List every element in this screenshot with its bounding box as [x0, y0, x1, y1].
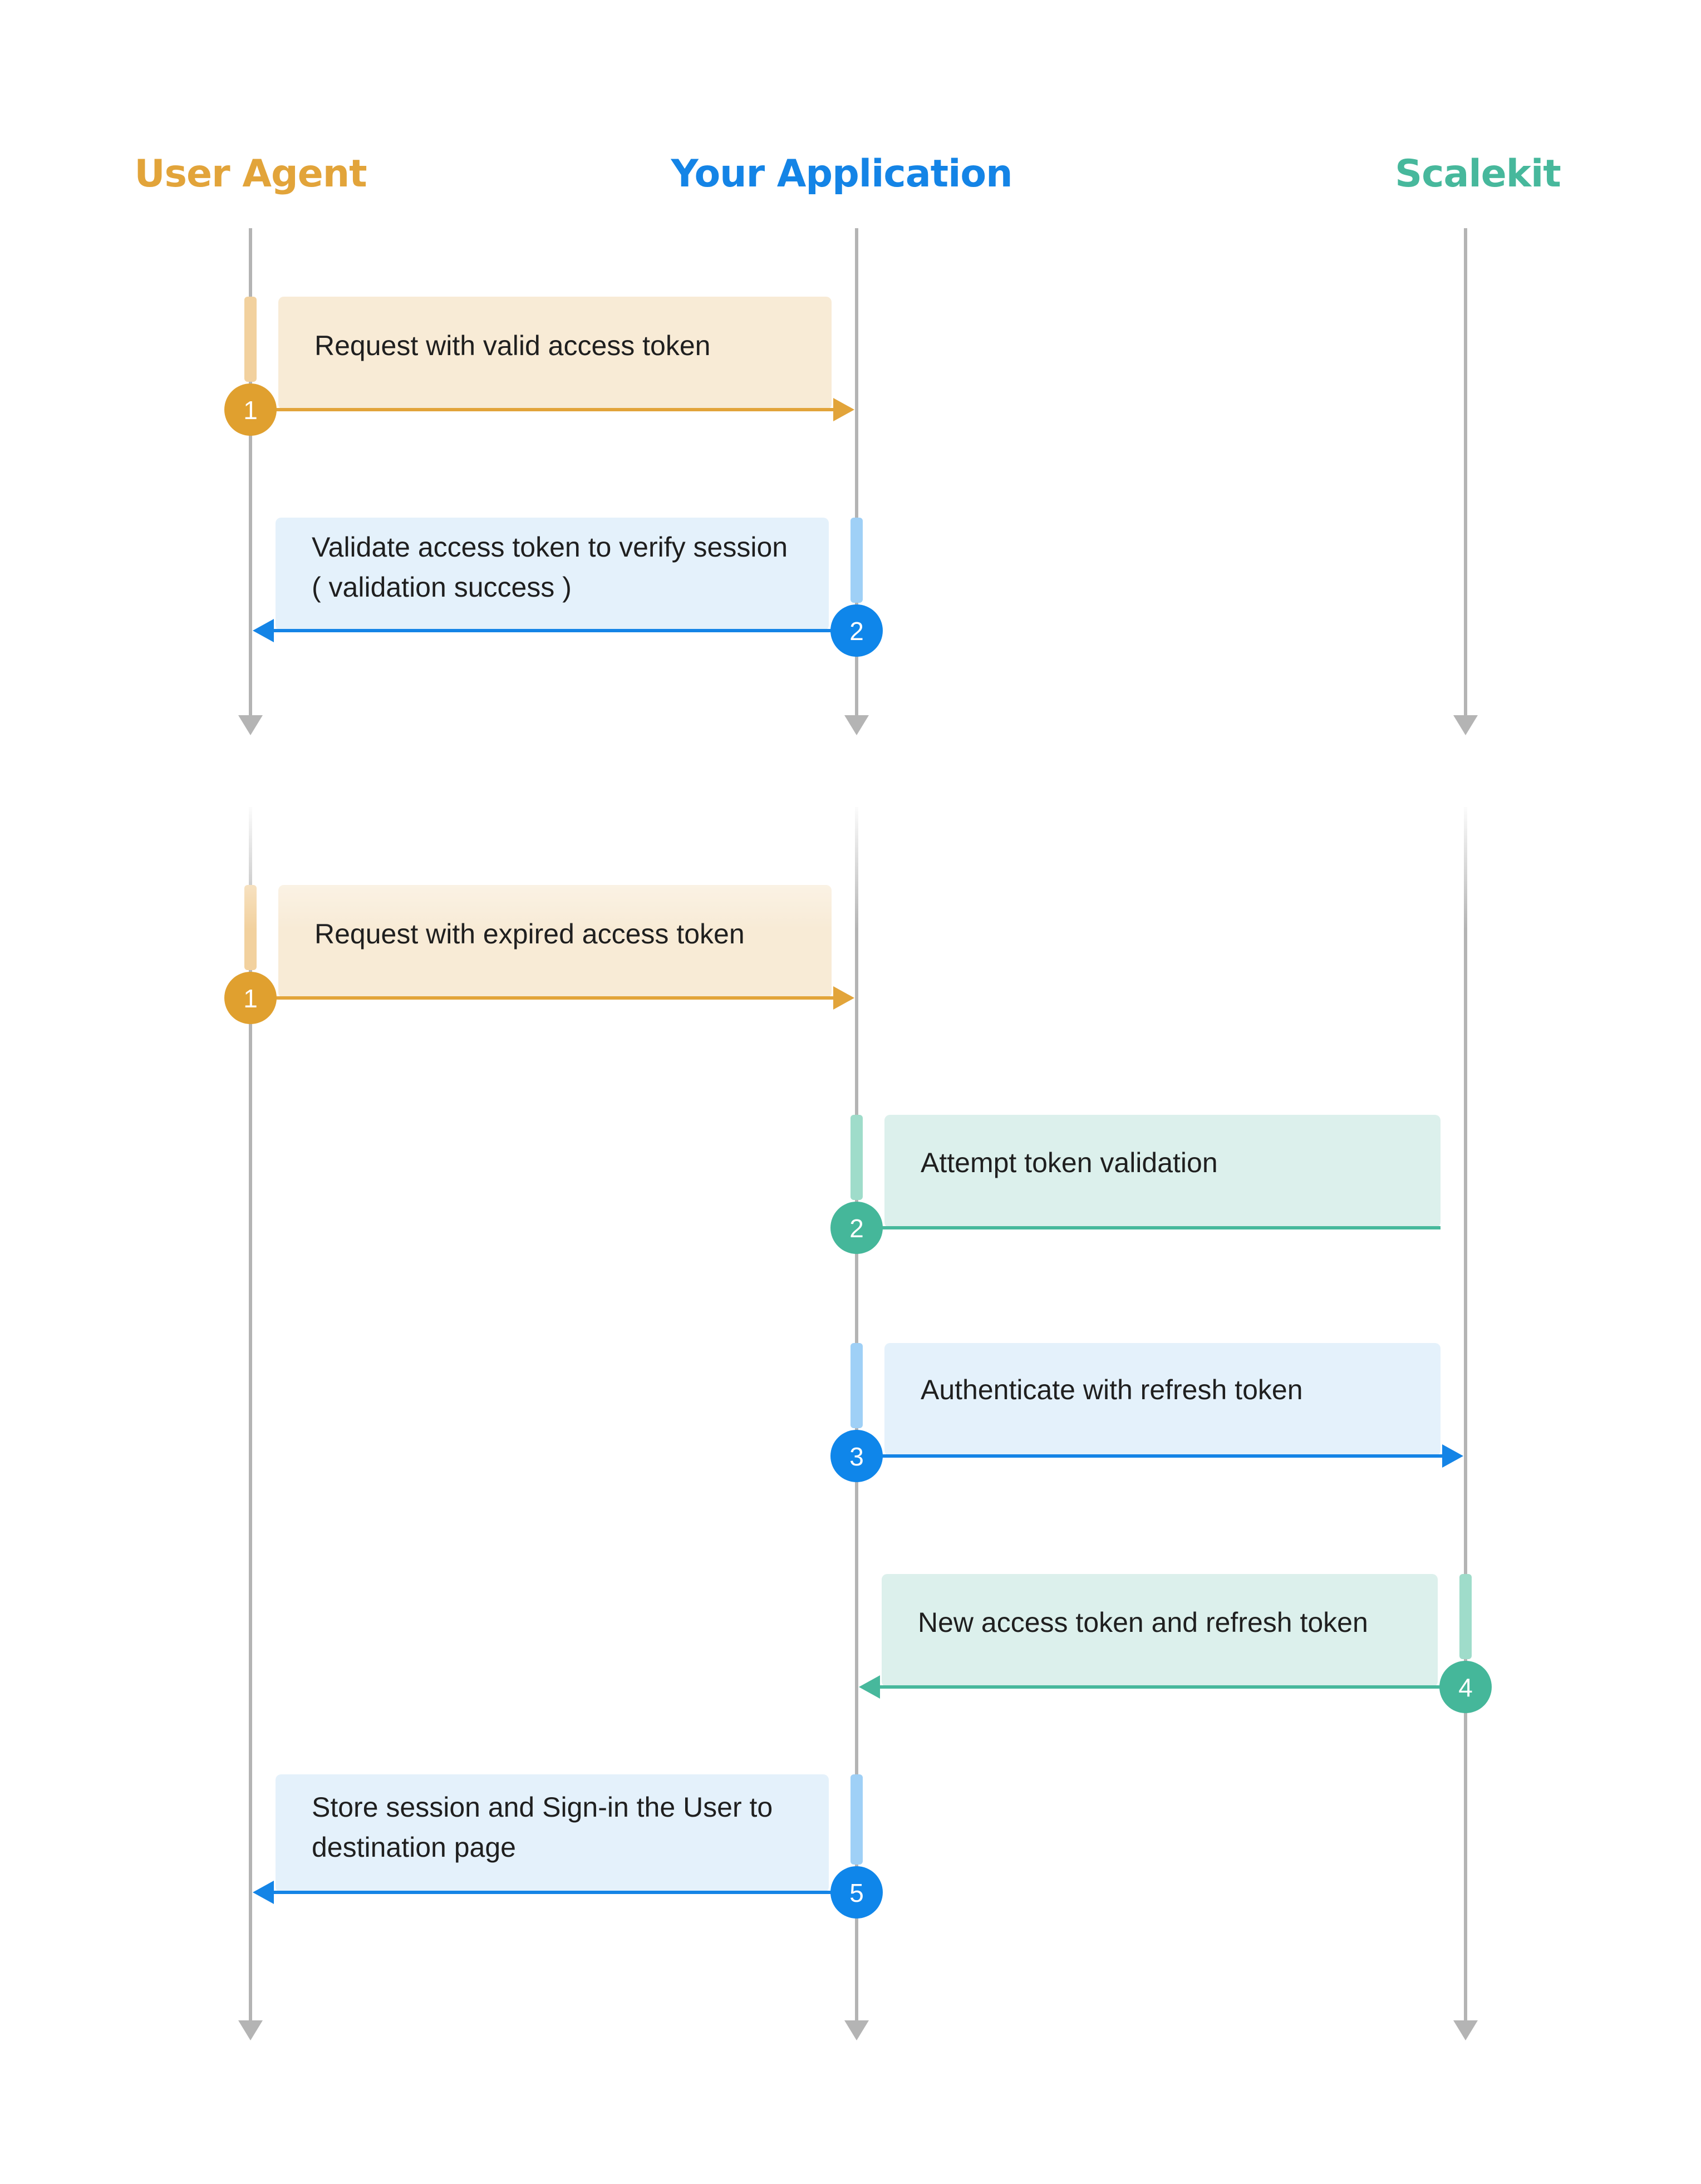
- message-1-1: 1 Request with valid access token: [224, 297, 854, 436]
- step-number: 2: [849, 617, 864, 646]
- activation-bar: [244, 297, 257, 382]
- message-box: [884, 1115, 1441, 1228]
- message-label: ( validation success ): [312, 572, 572, 603]
- step-circle: [830, 1202, 883, 1254]
- arrow-left-icon: [253, 619, 274, 642]
- message-label: New access token and refresh token: [918, 1607, 1368, 1638]
- arrow-right-icon: [1442, 1444, 1463, 1468]
- arrow-left-icon: [253, 1881, 274, 1904]
- lifeline-arrow-icon: [844, 715, 869, 735]
- step-circle: [1439, 1661, 1492, 1713]
- step-circle: [830, 604, 883, 657]
- actor-scalekit: Scalekit: [1395, 152, 1561, 196]
- lifeline-arrow-icon: [1453, 715, 1478, 735]
- step-number: 1: [243, 984, 258, 1013]
- message-label: Authenticate with refresh token: [921, 1374, 1303, 1405]
- step-number: 1: [243, 396, 258, 425]
- step-circle: [224, 972, 277, 1024]
- message-2-2: 2 Attempt token validation: [830, 1115, 1441, 1254]
- lifeline-arrow-icon: [238, 2020, 263, 2040]
- actor-user-agent: User Agent: [134, 152, 366, 196]
- step-circle: [830, 1866, 883, 1919]
- message-2-3: 3 Authenticate with refresh token: [830, 1343, 1463, 1482]
- step-number: 4: [1458, 1673, 1473, 1702]
- message-1-2: 2 Validate access token to verify session…: [253, 518, 883, 657]
- step-circle: [830, 1430, 883, 1482]
- messages: 1 Request with valid access token 2 Validat…: [224, 297, 1492, 1919]
- flow-2-fade: [212, 801, 1503, 929]
- message-box: [278, 297, 832, 410]
- lifeline-arrow-icon: [844, 2020, 869, 2040]
- message-label: Request with valid access token: [314, 330, 710, 361]
- message-label: Attempt token validation: [921, 1147, 1218, 1178]
- message-2-5: 5 Store session and Sign-in the User to de…: [253, 1774, 883, 1919]
- actor-your-application: Your Application: [670, 152, 1012, 196]
- activation-bar: [850, 1343, 863, 1428]
- message-label: Validate access token to verify session: [312, 532, 788, 563]
- lifeline-arrow-icon: [1453, 2020, 1478, 2040]
- message-box: [276, 1774, 829, 1892]
- step-number: 3: [849, 1442, 864, 1471]
- message-label: Store session and Sign-in the User to: [312, 1792, 773, 1823]
- message-2-4: 4 New access token and refresh token: [859, 1574, 1492, 1713]
- step-number: 2: [849, 1214, 864, 1243]
- arrow-right-icon: [833, 986, 854, 1010]
- message-label: destination page: [312, 1832, 516, 1863]
- message-box: [276, 518, 829, 631]
- activation-bar: [1459, 1574, 1472, 1659]
- lifeline-arrow-icon: [238, 715, 263, 735]
- activation-bar: [850, 1115, 863, 1200]
- message-box: [882, 1574, 1438, 1687]
- arrow-right-icon: [833, 398, 854, 421]
- arrow-left-icon: [859, 1675, 880, 1699]
- activation-bar: [850, 1774, 863, 1865]
- activation-bar: [850, 518, 863, 603]
- message-box: [884, 1343, 1441, 1456]
- step-number: 5: [849, 1878, 864, 1907]
- step-circle: [224, 383, 277, 436]
